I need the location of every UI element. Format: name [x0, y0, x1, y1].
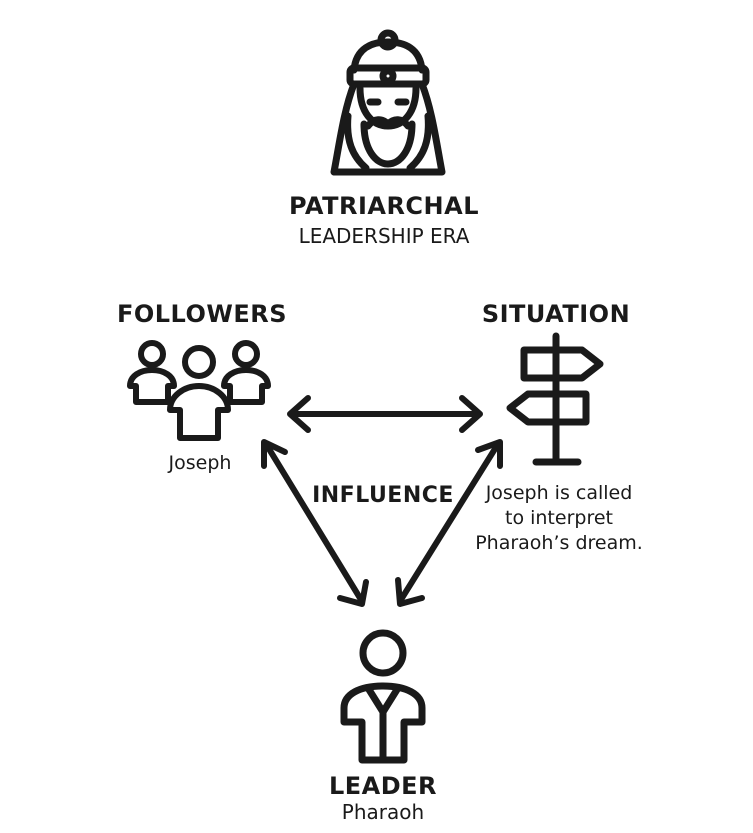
arrow-followers-situation	[287, 395, 483, 433]
follower-center-body	[167, 383, 231, 441]
patriarch-cap-dome	[350, 38, 426, 74]
arrow-followers-leader	[261, 439, 369, 607]
person-icon	[340, 629, 426, 764]
arrow-left-diagonal-shaft	[263, 441, 363, 601]
arrow-right-diagonal-head-bottom	[395, 577, 425, 607]
arrow-situation-leader	[395, 439, 503, 607]
situation-title: SITUATION	[481, 300, 631, 328]
follower-center-head	[182, 345, 216, 379]
arrow-horizontal-head-left	[287, 395, 311, 433]
influence-label: INFLUENCE	[312, 483, 454, 508]
leader-title: LEADER	[328, 772, 438, 800]
arrow-right-diagonal-shaft	[399, 441, 501, 601]
leader-body	[340, 682, 426, 764]
followers-name: Joseph	[168, 452, 232, 474]
situation-description-line-3: Pharaoh’s dream.	[475, 532, 643, 554]
patriarch-beard	[360, 120, 416, 168]
people-group-icon	[127, 340, 271, 441]
arrow-left-diagonal-head-top	[261, 439, 288, 469]
leader-name: Pharaoh	[341, 800, 425, 824]
arrow-left-diagonal-head-bottom	[337, 579, 369, 607]
arrows	[261, 395, 503, 607]
patriarch-moustache	[364, 116, 412, 130]
patriarch-icon	[330, 29, 446, 176]
situation-description-line-1: Joseph is called	[485, 482, 633, 504]
leader-collar	[364, 684, 402, 716]
era-subtitle: LEADERSHIP ERA	[298, 224, 470, 248]
patriarch-robe-fold-left	[344, 112, 370, 172]
situation-description-line-2: to interpret	[505, 507, 613, 529]
signpost-icon	[506, 332, 604, 466]
patriarch-robe	[330, 80, 446, 176]
arrow-horizontal-head-right	[459, 395, 483, 433]
follower-left-body	[127, 367, 177, 405]
leader-head	[359, 629, 407, 677]
signpost-top-sign	[520, 346, 604, 382]
patriarch-cap-jewel	[379, 67, 397, 85]
patriarch-robe-fold-right	[406, 112, 432, 172]
follower-right-head	[232, 340, 260, 368]
era-title: PATRIARCHAL	[289, 192, 479, 220]
signpost-bottom-sign	[506, 390, 590, 426]
follower-right-body	[221, 367, 271, 405]
followers-title: FOLLOWERS	[116, 300, 288, 328]
follower-left-head	[138, 340, 166, 368]
arrow-right-diagonal-head-top	[475, 439, 503, 469]
